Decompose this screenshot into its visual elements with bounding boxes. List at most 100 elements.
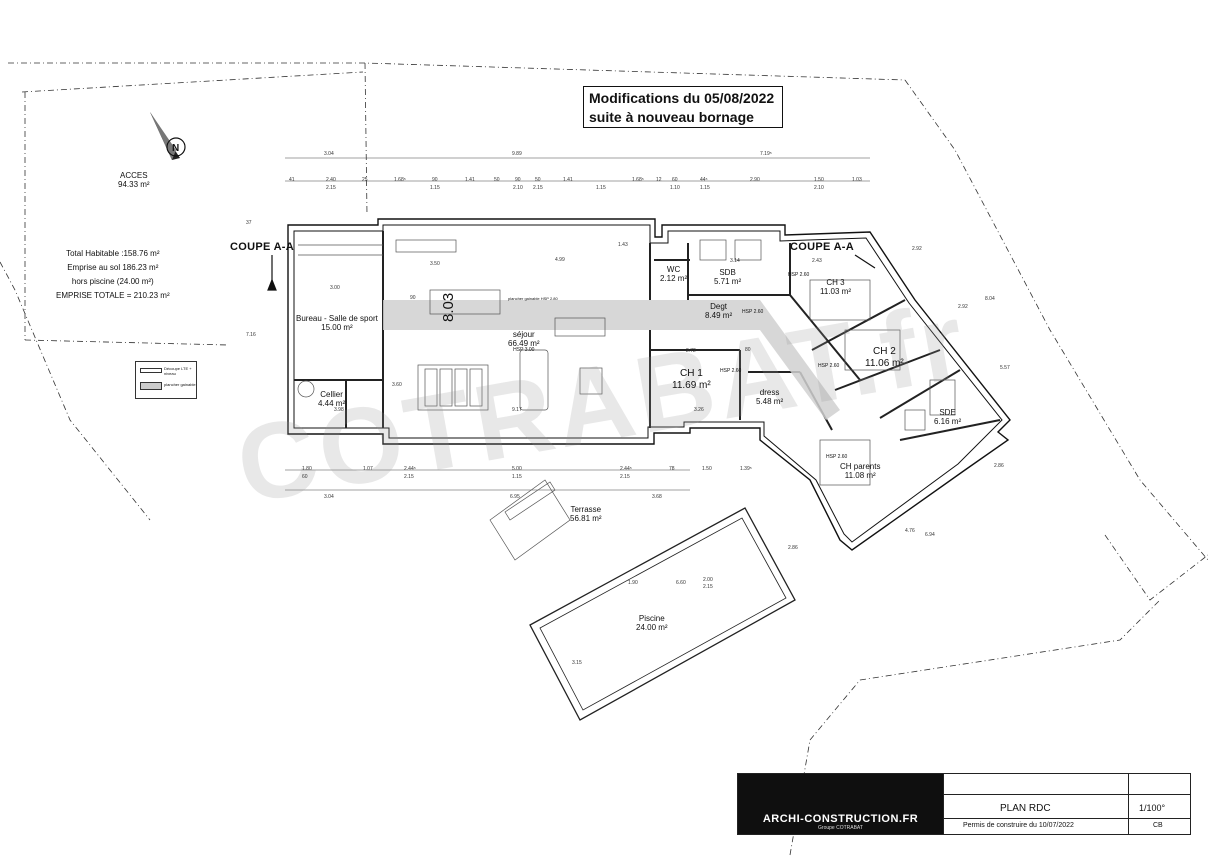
room-ch2-area: 11.06 m²: [865, 357, 904, 369]
room-terrasse: Terrasse 56.81 m²: [570, 505, 602, 523]
room-ch2: CH 2 11.06 m²: [865, 346, 904, 369]
dim-top-3-2: 2.10: [513, 185, 523, 191]
dim-top-3-5: 1.10: [670, 185, 680, 191]
room-degt-hsp: HSP 2.60: [742, 309, 764, 315]
dim-top-2-15: 1.50: [814, 177, 824, 183]
dim-bottom-1-3: 5.00: [512, 466, 522, 472]
room-sejour-hsp: HSP 3.00: [513, 347, 535, 354]
room-piscine-area: 24.00 m²: [636, 623, 668, 633]
dim-side-3: 5.57: [1000, 365, 1010, 371]
dim-top-3-1: 1.15: [430, 185, 440, 191]
plancher-note: plancher gainable HSP 2.80: [508, 296, 558, 301]
company-logo: ARCHI-CONSTRUCTION.FR Groupe COTRABAT: [738, 774, 943, 834]
dim-int-5: 90: [410, 295, 416, 301]
dim-side-2: 2.92: [958, 304, 968, 310]
title-block: ARCHI-CONSTRUCTION.FR Groupe COTRABAT PL…: [737, 773, 1191, 835]
room-ch3: CH 3 11.03 m²: [820, 278, 851, 296]
dim-pool-4: 3.15: [572, 660, 582, 666]
room-dress-area: 5.48 m²: [756, 397, 784, 407]
room-chparents-name: CH parents: [840, 462, 881, 471]
room-chparents-hsp: HSP 2.60: [826, 454, 848, 460]
legend-row-2: plancher gainable: [164, 382, 196, 387]
dim-int-1: 4.99: [555, 257, 565, 263]
dim-top-2-9: 1.41: [563, 177, 573, 183]
dim-top-2-7: 90: [515, 177, 521, 183]
dim-top-3-3: 2.15: [533, 185, 543, 191]
pool-outline: [529, 507, 796, 721]
room-ch1: CH 1 11.69 m²: [672, 368, 711, 391]
room-piscine: Piscine 24.00 m²: [636, 614, 668, 632]
dim-int-0: 3.50: [430, 261, 440, 267]
dim-pool-0: 1.90: [628, 580, 638, 586]
hors-piscine: hors piscine (24.00 m²): [71, 277, 154, 286]
room-ch1-area: 11.69 m²: [672, 379, 711, 391]
dim-top-2-14: 2.90: [750, 177, 760, 183]
room-sdb-name: SDB: [719, 268, 736, 277]
dim-int-7: 3.98: [334, 407, 344, 413]
dim-top-2-1: 2.40: [326, 177, 336, 183]
acces-label: ACCES 94.33 m²: [118, 171, 150, 189]
dim-side-5: 4.76: [905, 528, 915, 534]
emprise-sol: Emprise au sol 186.23 m²: [67, 263, 159, 272]
dim-top-2-11: 12: [656, 177, 662, 183]
room-sdb: SDB 5.71 m²: [714, 268, 741, 286]
dim-top-2-5: 1.41: [465, 177, 475, 183]
room-ch3-hsp: HSP 2.60: [788, 272, 810, 278]
dim-side-6: 6.94: [925, 532, 935, 538]
dim-top-1-1: 9.89: [512, 151, 522, 157]
dim-pool-1: 6.60: [676, 580, 686, 586]
plan-title: PLAN RDC: [1000, 803, 1051, 814]
dim-int-8: 9.17: [512, 407, 522, 413]
dim-top-3-4: 1.15: [596, 185, 606, 191]
dim-side-4: 2.86: [994, 463, 1004, 469]
dim-bottom-1-5: 78: [669, 466, 675, 472]
dim-bottom-3-2: 3.68: [652, 494, 662, 500]
room-bureau-name: Bureau - Salle de sport: [296, 314, 378, 323]
dim-int-12: 1.43: [618, 242, 628, 248]
room-wc: WC 2.12 m²: [660, 265, 687, 283]
room-wc-area: 2.12 m²: [660, 274, 688, 284]
dim-top-2-16: 1.03: [852, 177, 862, 183]
dim-pool-2: 2.00: [703, 577, 713, 583]
total-habitable: Total Habitable :158.76 m²: [66, 249, 160, 258]
dim-bottom-1-0: 1.80: [302, 466, 312, 472]
dim-side-9: 37: [246, 220, 252, 226]
dim-top-2-3: 1.68⁵: [394, 177, 406, 183]
room-cellier: Cellier 4.44 m²: [318, 390, 345, 408]
room-cellier-name: Cellier: [320, 390, 343, 399]
room-sde-area: 6.16 m²: [934, 417, 962, 427]
room-sdb-area: 5.71 m²: [714, 277, 742, 287]
dim-bottom-2-1: 2.15: [404, 474, 414, 480]
dim-top-1-2: 7.19⁵: [760, 151, 772, 157]
room-sejour-area: 66.49 m²: [508, 339, 540, 349]
dim-side-8: 7.16: [246, 332, 256, 338]
dim-bottom-3-0: 3.04: [324, 494, 334, 500]
author-initials: CB: [1153, 822, 1163, 829]
dim-int-11: 80: [745, 347, 751, 353]
furniture: [297, 239, 956, 486]
coupe-label-right: COUPE A-A: [790, 241, 855, 253]
room-cellier-area: 4.44 m²: [318, 399, 346, 409]
legend-row-1: Découpe LTE + niveau: [164, 366, 192, 376]
dim-top-3-0: 2.15: [326, 185, 336, 191]
dim-bottom-1-2: 2.44⁵: [404, 466, 416, 472]
dim-side-0: 2.92: [912, 246, 922, 252]
area-summary: Total Habitable :158.76 m² Emprise au so…: [56, 247, 170, 303]
room-terrasse-area: 56.81 m²: [570, 514, 602, 524]
room-degt-area: 8.49 m²: [705, 311, 733, 321]
dim-top-2-2: 25: [362, 177, 368, 183]
dim-bottom-1-6: 1.50: [702, 466, 712, 472]
acces-name: ACCES: [120, 171, 148, 180]
legend-box: Découpe LTE + niveau plancher gainable: [135, 361, 197, 399]
dim-int-4: 3.00: [330, 285, 340, 291]
room-ch3-name: CH 3: [826, 278, 845, 287]
notice-line-2: suite à nouveau bornage: [589, 109, 754, 125]
plan-scale: 1/100°: [1139, 803, 1166, 813]
room-wc-name: WC: [666, 265, 681, 274]
dim-top-2-8: 50: [535, 177, 541, 183]
room-chparents-area: 11.08 m²: [844, 471, 876, 481]
dim-top-3-6: 1.15: [700, 185, 710, 191]
dim-bottom-1-7: 1.39⁵: [740, 466, 752, 472]
permis-date: Permis de construire du 10/07/2022: [963, 822, 1074, 829]
